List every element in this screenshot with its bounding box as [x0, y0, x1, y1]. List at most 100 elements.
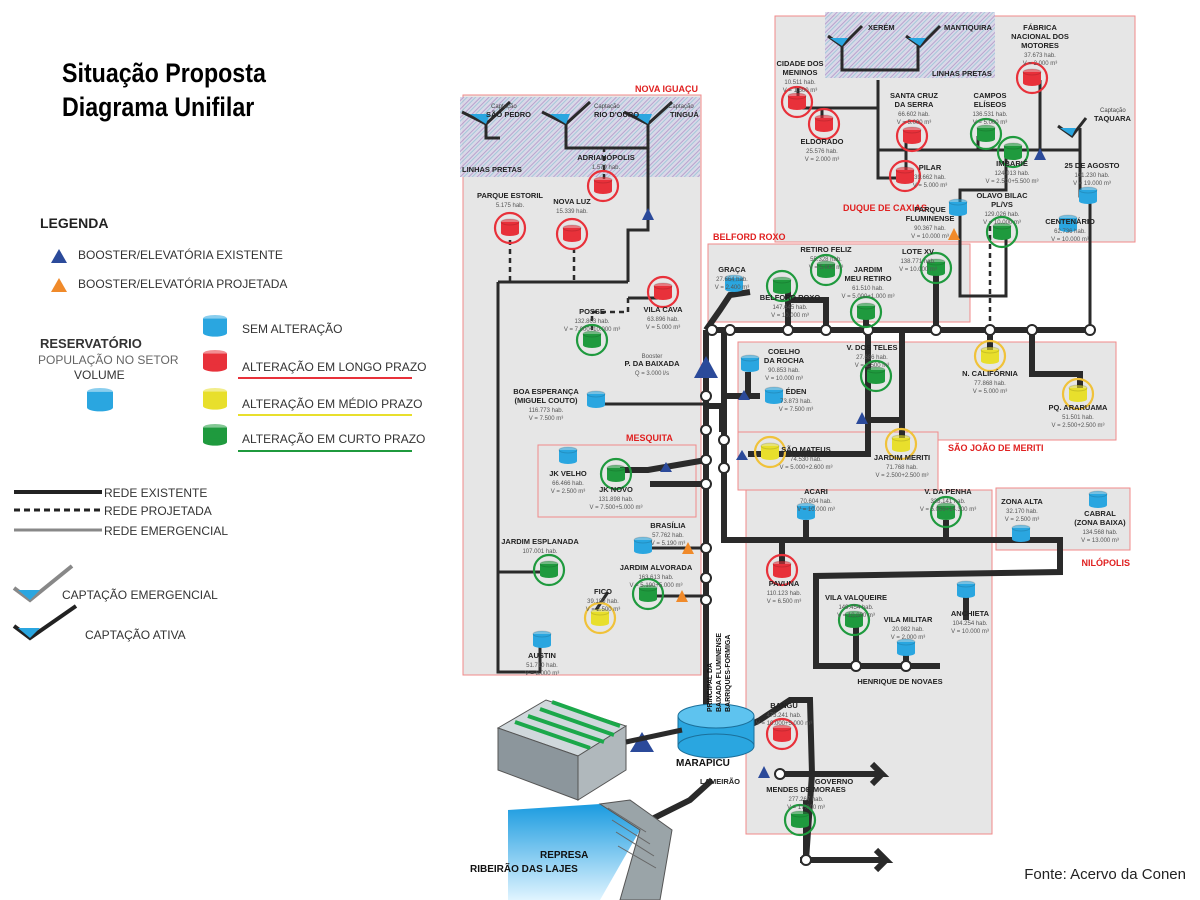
reservoir-posse	[575, 323, 609, 357]
boa-esperanca-name2: (MIGUEL COUTO)	[514, 396, 578, 405]
reservoir-mendes-moraes	[783, 803, 817, 837]
legend-title: LEGENDA	[40, 215, 109, 231]
represa-label-2: RIBEIRÃO DAS LAJES	[470, 862, 578, 875]
jk-novo-pop: 131.898 hab.	[598, 497, 633, 503]
cabral-name2: (ZONA BAIXA)	[1074, 518, 1126, 527]
region-nilopolis-label: NILÓPOLIS	[1081, 557, 1130, 568]
zona-alta-pop: 32.170 hab.	[1006, 509, 1038, 515]
jk-novo-name: JK NOVO	[599, 485, 633, 494]
reservoir-fabrica	[1015, 61, 1049, 95]
region-sao-joao-east	[737, 341, 1117, 441]
vila-militar-vol: V = 2.000 m³	[891, 635, 926, 641]
represa-label-1: REPRESA	[540, 850, 588, 861]
legend-yellow-tank-icon	[203, 388, 227, 410]
anchieta-vol: V = 10.000 m³	[951, 629, 989, 635]
graca-vol: V = 2.400 m³	[715, 285, 750, 291]
reservoir-pq-araruama	[1061, 377, 1095, 411]
campos-eliseos-name2: ELÍSEOS	[974, 100, 1007, 109]
legend-booster-planned-label: BOOSTER/ELEVATÓRIA PROJETADA	[78, 277, 288, 291]
pq-araruama-name: PQ. ARARUAMA	[1049, 403, 1108, 412]
reservoir-graca	[724, 274, 744, 292]
belford-roxo-n-vol: V = 10.000 m³	[771, 313, 809, 319]
reservoir-v-dos-teles	[859, 359, 893, 393]
bangu-vol: V = 10.000+5.000 m³	[756, 721, 812, 727]
source-caption: Fonte: Acervo da Conen	[1024, 866, 1186, 883]
network-main-trunk	[620, 270, 1090, 873]
reservoir-imbarie	[996, 135, 1030, 169]
austin-name: AUSTIN	[528, 651, 556, 660]
posse-name: POSSE	[579, 307, 605, 316]
cabral-vol: V = 13.000 m³	[1081, 538, 1119, 544]
reservoir-brasilia	[633, 536, 653, 554]
vila-valqueire-vol: V = 10.000 m³	[837, 613, 875, 619]
legend-short-term-label: ALTERAÇÃO EM CURTO PRAZO	[242, 432, 426, 446]
coelho-rocha-vol: V = 10.000 m³	[765, 376, 803, 382]
intake-xerem-label: XERÉM	[868, 23, 895, 32]
jardim-meriti-pop: 71.768 hab.	[886, 465, 918, 471]
booster-baixada-flow: Q = 3.000 l/s	[635, 371, 669, 377]
intake-rio-douro-caption: Captação	[594, 104, 620, 110]
network-existing-lines	[484, 38, 1092, 674]
lote-xv-name: LOTE XV	[902, 247, 934, 256]
legend-net-emergency-label: REDE EMERGENCIAL	[104, 524, 229, 538]
reservoir-boa-esperanca	[586, 390, 606, 408]
v-da-penha-name: V. DA PENHA	[924, 487, 972, 496]
fico-name: FICO	[594, 587, 612, 596]
lote-xv-pop: 138.771 hab.	[900, 259, 935, 265]
reservoir-jk-novo	[599, 457, 633, 491]
reservoir-austin	[532, 630, 552, 648]
parque-fluminense-name2: FLUMINENSE	[906, 214, 955, 223]
region-nova-iguacu	[462, 94, 702, 676]
governo-name: GOVERNO	[815, 777, 854, 786]
reservoir-belford-roxo-n	[765, 269, 799, 303]
reservoir-n-california	[973, 339, 1007, 373]
agosto25-pop: 161.230 hab.	[1074, 173, 1109, 179]
booster-planned-icons	[676, 228, 960, 602]
lote-xv-vol: V = 10.000 m³	[899, 267, 937, 273]
fabrica-name: FÁBRICA	[1023, 23, 1057, 32]
campos-eliseos-vol: V = 5.000 m³	[973, 120, 1008, 126]
vila-cava-name: VILA CAVA	[643, 305, 683, 314]
reservoir-retiro-feliz	[809, 253, 843, 287]
represa-dam	[508, 799, 673, 900]
legend-red-tank-icon	[203, 350, 227, 372]
intake-tingua-label: TINGUÁ	[670, 110, 699, 119]
reservoir-eldorado	[807, 107, 841, 141]
cidade-meninos-pop: 10.511 hab.	[784, 80, 816, 86]
v-da-penha-vol: V = 5.000+14.300 m³	[920, 507, 976, 513]
centenario-name: CENTENÁRIO	[1045, 217, 1095, 226]
jardim-esplanada-name: JARDIM ESPLANADA	[501, 537, 579, 546]
bangu-pop: 473.241 hab.	[766, 713, 801, 719]
reservoir-vila-valqueire	[837, 603, 871, 637]
intake-linhas-pretas-ni-label: LINHAS PRETAS	[462, 165, 522, 174]
fico-pop: 39.180 hab.	[587, 599, 619, 605]
reservoir-tanks	[493, 61, 1108, 837]
network-junctions	[700, 324, 1096, 866]
n-california-pop: 77.868 hab.	[974, 381, 1006, 387]
reservoir-fico	[583, 601, 617, 635]
brasilia-name: BRASÍLIA	[650, 521, 686, 530]
reservoir-cabral	[1088, 490, 1108, 508]
reservoir-zona-alta	[1011, 524, 1031, 542]
legend-intake-active-label: CAPTAÇÃO ATIVA	[85, 628, 186, 642]
reservoir-lote-xv	[919, 251, 953, 285]
vila-valqueire-pop: 149.454 hab.	[838, 605, 873, 611]
graca-pop: 27.664 hab.	[716, 277, 748, 283]
jardim-meu-retiro-pop: 61.510 hab.	[852, 286, 884, 292]
retiro-feliz-vol: V = 5.000 m³	[809, 265, 844, 271]
region-belford-roxo-label: BELFORD ROXO	[713, 232, 786, 242]
intake-hatch-duque-caxias	[825, 12, 995, 78]
reservoir-pilar	[888, 159, 922, 193]
retiro-feliz-name: RETIRO FELIZ	[800, 245, 852, 254]
principal-label-2: BAIXADA FLUMINENSE	[716, 633, 723, 712]
mendes-moraes-name: MENDES DE MORAES	[766, 785, 846, 794]
cabral-pop: 134.568 hab.	[1082, 530, 1117, 536]
reservoir-vila-cava	[646, 275, 680, 309]
sao-mateus-vol: V = 5.000+2.600 m³	[779, 465, 832, 471]
reservoir-santa-cruz	[895, 119, 929, 153]
reservoir-bangu	[765, 717, 799, 751]
mendes-moraes-pop: 277.267 hab.	[788, 797, 823, 803]
nova-luz-name: NOVA LUZ	[553, 197, 591, 206]
